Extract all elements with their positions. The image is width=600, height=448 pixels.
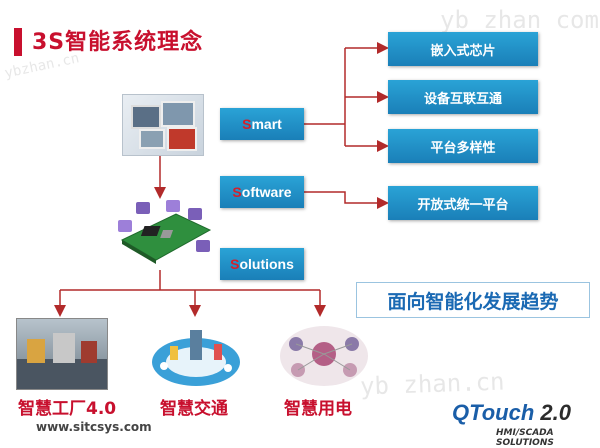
traffic-image — [150, 316, 242, 390]
solution-label-traffic: 智慧交通 — [160, 399, 228, 419]
page-title: 3S智能系统理念 — [32, 30, 204, 55]
logo-subtitle: HMI/SCADA SOLUTIONS — [496, 428, 554, 448]
slogan-box: 面向智能化发展趋势 — [356, 282, 590, 318]
qtouch-logo: QTouch 2.0 — [452, 400, 571, 426]
concept-initial: S — [242, 116, 252, 132]
concept-initial: S — [232, 184, 242, 200]
arrow-unified — [304, 191, 389, 209]
factory-image — [16, 318, 108, 390]
feature-unified-platform: 开放式统一平台 — [388, 186, 538, 220]
concept-rest: mart — [251, 116, 282, 132]
feature-embedded-chip: 嵌入式芯片 — [388, 32, 538, 66]
feature-platform-diversity: 平台多样性 — [388, 129, 538, 163]
feature-interconnect: 设备互联互通 — [388, 80, 538, 114]
solution-label-power: 智慧用电 — [284, 399, 352, 419]
power-image — [278, 318, 370, 388]
solution-label-factory: 智慧工厂4.0 — [18, 399, 117, 419]
concept-rest: oftware — [241, 184, 292, 200]
concept-initial: S — [230, 256, 240, 272]
logo-version: 2.0 — [540, 400, 572, 425]
devices-image — [122, 94, 204, 156]
logo-main: QTouch — [452, 400, 535, 425]
website-url: www.sitcsys.com — [36, 420, 152, 434]
concept-rest: olutions — [239, 256, 294, 272]
title-accent-bar — [14, 28, 22, 56]
chip-board-image — [116, 200, 214, 268]
watermark: yb zhan com — [440, 6, 599, 34]
